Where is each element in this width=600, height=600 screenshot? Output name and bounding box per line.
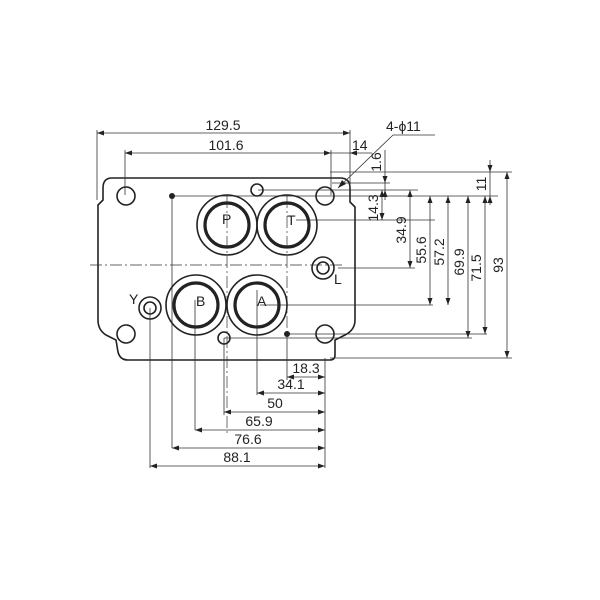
dim-55-6: 55.6 (413, 236, 429, 263)
marker-dot-bottom (284, 331, 290, 337)
dim-93: 93 (490, 257, 506, 273)
port-L-label: L (334, 271, 342, 287)
mounting-holes (116, 183, 335, 345)
dim-76-6: 76.6 (234, 431, 261, 447)
dim-101-6: 101.6 (208, 137, 243, 153)
dim-69-9: 69.9 (451, 248, 467, 275)
dim-65-9: 65.9 (245, 413, 272, 429)
port-Y: Y (129, 291, 162, 320)
dim-18-3: 18.3 (292, 360, 319, 376)
holes-callout: 4-ϕ11 (386, 118, 421, 134)
port-B: B (165, 274, 227, 336)
dim-88-1: 88.1 (223, 449, 250, 465)
dim-71-5: 71.5 (468, 254, 484, 281)
port-P: P (196, 194, 258, 256)
right-dimensions: 1.6 14.3 11 34.9 55.6 57.2 69.9 (365, 150, 510, 358)
dim-1-6: 1.6 (368, 152, 384, 172)
port-T-label: T (287, 212, 296, 228)
dim-34-1: 34.1 (277, 376, 304, 392)
top-dimensions: 129.5 101.6 14 4-ϕ11 (97, 117, 435, 189)
dim-14: 14 (352, 137, 368, 153)
mounting-hole-top-left (116, 186, 136, 206)
small-hole-bottom (217, 331, 231, 345)
valve-body-outline (97, 177, 356, 361)
locating-pin-hole (250, 183, 264, 197)
port-L: L (311, 256, 342, 287)
dim-34-9: 34.9 (393, 216, 409, 243)
port-P-label: P (222, 211, 231, 227)
bottom-dimensions: 18.3 34.1 50 65.9 76.6 88.1 (150, 360, 325, 469)
mounting-hole-bottom-right (315, 324, 335, 344)
dim-11: 11 (473, 177, 489, 192)
port-Y-label: Y (129, 291, 139, 307)
port-A-label: A (257, 293, 267, 309)
port-A: A (226, 274, 288, 336)
mounting-hole-bottom-left (116, 324, 136, 344)
dim-57-2: 57.2 (431, 238, 447, 265)
mounting-hole-top-right (315, 186, 335, 206)
port-T: T (256, 194, 318, 256)
dim-129-5: 129.5 (205, 117, 240, 133)
dim-14-3: 14.3 (365, 194, 381, 221)
marker-dot-top (169, 193, 175, 199)
dim-50: 50 (267, 395, 283, 411)
port-B-label: B (196, 293, 205, 309)
